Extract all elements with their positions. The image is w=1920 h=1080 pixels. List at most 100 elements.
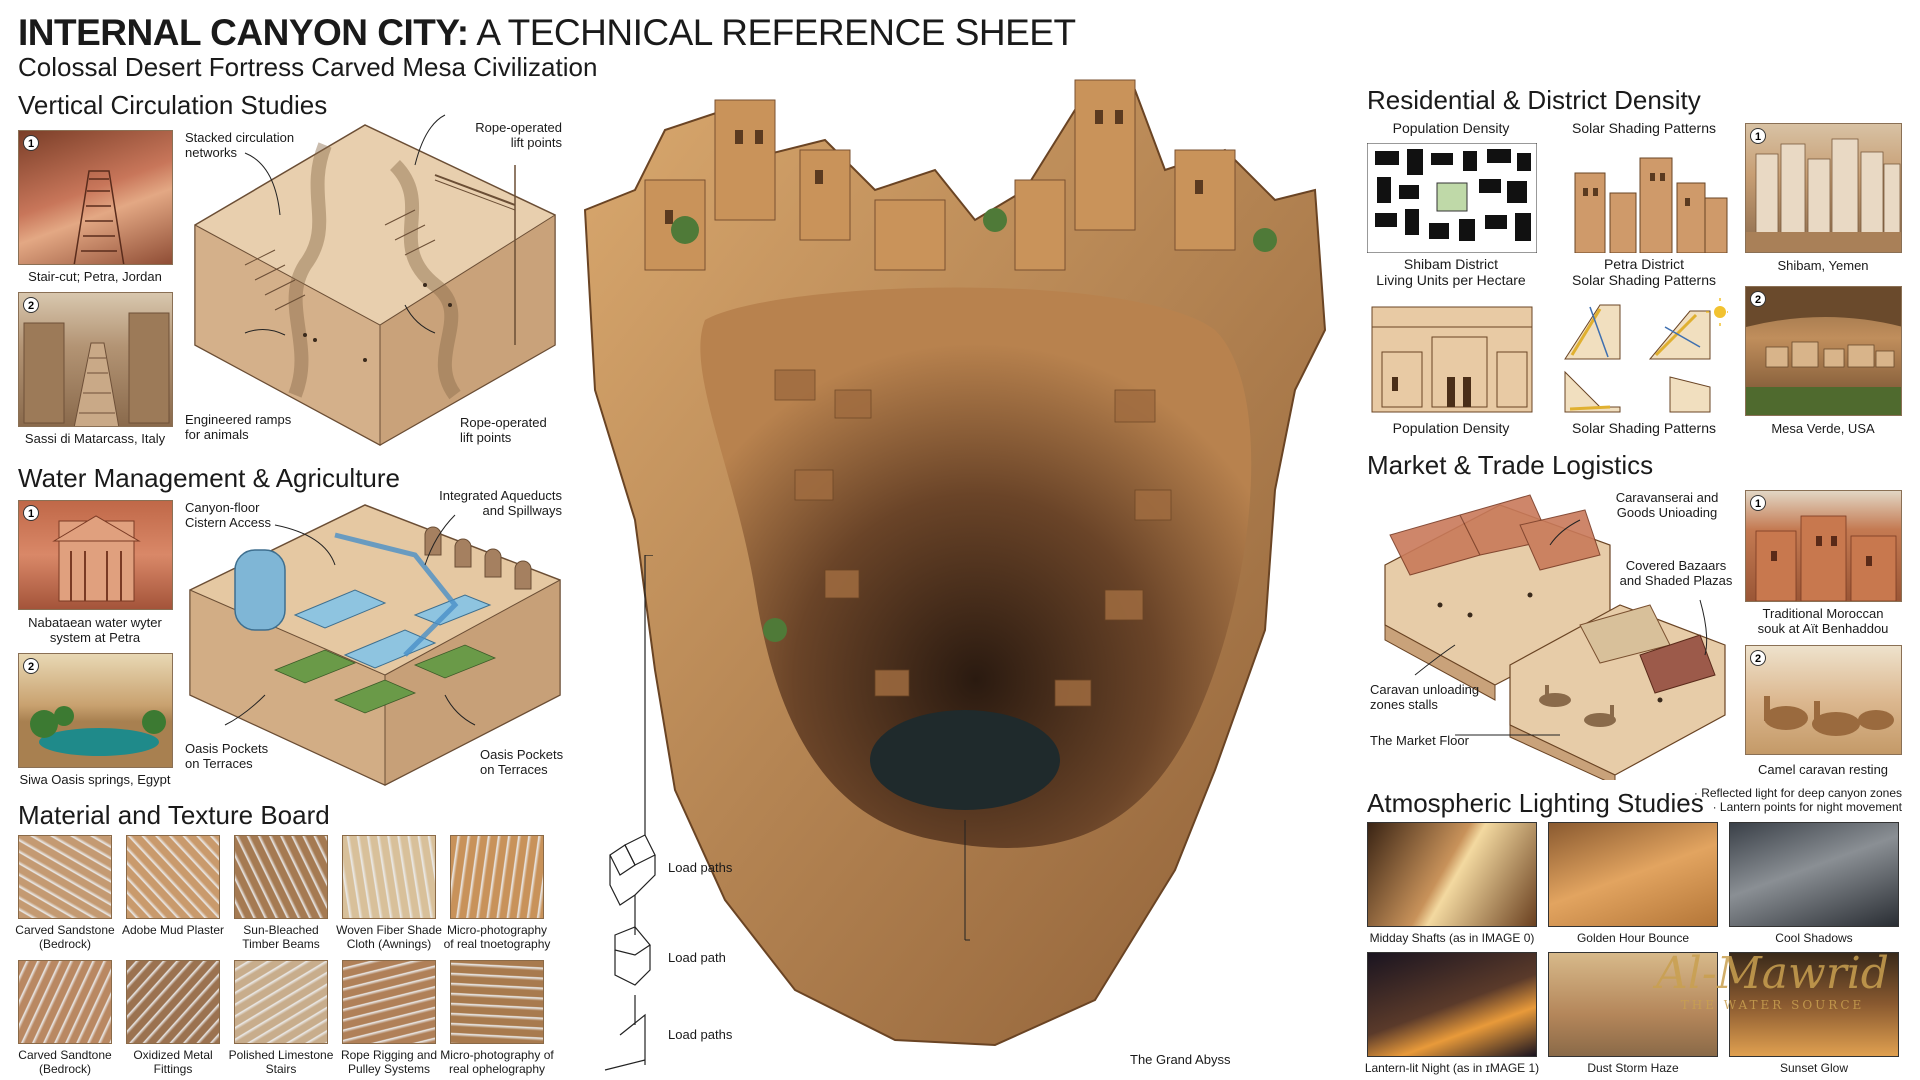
market-logistics-diagram <box>1384 494 1726 780</box>
material-tile <box>18 960 112 1044</box>
photo-shibam: 1 <box>1745 123 1902 253</box>
label-line: zones stalls <box>1370 697 1438 712</box>
vertical-section-title: Vertical Circulation Studies <box>18 90 328 120</box>
alley-illustration <box>23 312 170 426</box>
shibam-density-map <box>1367 143 1537 253</box>
photo-moroccan-souk: 1 <box>1745 490 1902 602</box>
photo-camel-caravan: 2 <box>1745 645 1902 755</box>
label-line: Oasis Pockets <box>480 747 564 762</box>
residential-header: Population Density <box>1392 120 1510 136</box>
market-section-title: Market & Trade Logistics <box>1367 450 1654 480</box>
camels-illustration <box>1764 696 1894 736</box>
mesa-verde-illustration <box>1746 287 1901 415</box>
lighting-study-tile <box>1367 822 1537 927</box>
label-line: Rope-operated <box>460 415 547 430</box>
photo-siwa-oasis: 2 <box>18 653 173 768</box>
material-tile <box>234 960 328 1044</box>
label-line: on Terraces <box>185 756 253 771</box>
caption-line: Oxidized Metal <box>133 1048 213 1062</box>
caption-line: souk at Aït Benhaddou <box>1757 621 1889 636</box>
label-load-paths-1: Load paths <box>668 860 733 875</box>
caption-line: of real tnoetography <box>443 937 551 951</box>
caption-line: Siwa Oasis springs, Egypt <box>19 772 171 787</box>
label-market-floor: The Market Floor <box>1370 733 1469 748</box>
lighting-study-tile <box>1729 822 1899 927</box>
water-section-title: Water Management & Agriculture <box>18 463 400 493</box>
photo-petra-treasury: 1 <box>18 500 173 610</box>
caption-line: Timber Beams <box>242 937 320 951</box>
photo-badge: 1 <box>23 505 39 521</box>
lighting-caption: Sunset Glow <box>1779 1061 1849 1075</box>
residential-section-title: Residential & District Density <box>1367 85 1701 115</box>
material-tile <box>450 835 544 919</box>
page-title-bold: INTERNAL CANYON CITY: <box>18 12 469 53</box>
photo-caption: Camel caravan resting <box>1757 762 1889 777</box>
caption-line: Polished Limestone <box>228 1048 334 1062</box>
photo-mesa-verde: 2 <box>1745 286 1902 416</box>
material-caption: Carved Sandtone(Bedrock) <box>18 1048 111 1076</box>
label-line: Covered Bazaars <box>1625 558 1727 573</box>
photo-sassi-matera: 2 <box>18 292 173 427</box>
label-line: Cistern Access <box>185 515 271 530</box>
photo-badge: 1 <box>23 135 39 151</box>
material-caption: Adobe Mud Plaster <box>122 923 224 937</box>
photo-badge: 2 <box>1750 291 1766 307</box>
lighting-study-tile <box>1548 952 1718 1057</box>
canyon-city-illustration <box>583 79 1327 1047</box>
label-line: Caravan unloading <box>1370 682 1480 697</box>
caption-line: real ophelography <box>448 1062 546 1076</box>
note-line: · Reflected light for deep canyon zones <box>1693 786 1902 800</box>
treasury-illustration <box>52 515 141 602</box>
vertical-circulation-diagram <box>194 114 556 446</box>
logo-wordmark: Al-Mawrid <box>1656 948 1889 999</box>
caption-line: Micro-photography <box>446 923 548 937</box>
oasis-illustration <box>30 706 166 756</box>
petra-shading-skyline <box>1565 143 1730 253</box>
lighting-study-tile <box>1367 952 1537 1057</box>
material-caption: Carved Sandstone(Bedrock) <box>15 923 114 951</box>
lighting-study-tile <box>1729 952 1899 1057</box>
caption-line: Cloth (Awnings) <box>346 937 432 951</box>
label-grand-abyss: The Grand Abyss <box>1130 1052 1231 1067</box>
solar-shading-diagrams <box>1564 298 1728 413</box>
label-line: Goods Unioading <box>1616 505 1718 520</box>
material-tile <box>126 960 220 1044</box>
lighting-caption: Cool Shadows <box>1775 931 1853 945</box>
photo-badge: 2 <box>23 297 39 313</box>
label-line: and Spillways <box>482 503 563 518</box>
label-line: Caravanserai and <box>1615 490 1719 505</box>
page-title-rest: A TECHNICAL REFERENCE SHEET <box>468 12 1076 53</box>
lighting-caption: Lantern-lit Night (as in ɪMAGE 1) <box>1364 1061 1540 1075</box>
caption-line: Solar Shading Patterns <box>1572 272 1716 288</box>
caption-line: Micro-photography of <box>440 1048 554 1062</box>
stairs-illustration <box>73 170 125 264</box>
label-line: Rope-operated <box>475 120 562 135</box>
photo-caption: Sassi di Matarcass, Italy <box>24 431 166 446</box>
label-line: lift points <box>510 135 562 150</box>
caption-line: Woven Fiber Shade <box>336 923 442 937</box>
caption-line: Living Units per Hectare <box>1376 272 1526 288</box>
al-mawrid-logo: Al-Mawrid THE WATER SOURCE <box>1645 948 1900 1013</box>
lighting-notes: · Reflected light for deep canyon zones·… <box>1660 786 1902 814</box>
logo-tagline: THE WATER SOURCE <box>1680 998 1865 1012</box>
label-line: on Terraces <box>480 762 548 777</box>
photo-badge: 1 <box>1750 128 1766 144</box>
note-line: · Lantern points for night movement <box>1712 800 1902 814</box>
residential-caption: Population Density <box>1392 420 1510 436</box>
caption-line: Adobe Mud Plaster <box>121 923 225 937</box>
material-tile <box>18 835 112 919</box>
residential-caption: Solar Shading Patterns <box>1572 420 1716 436</box>
material-tile <box>342 960 436 1044</box>
label-line: for animals <box>185 427 249 442</box>
photo-caption: Stair-cut; Petra, Jordan <box>28 269 162 284</box>
caption-line: (Bedrock) <box>38 1062 91 1076</box>
